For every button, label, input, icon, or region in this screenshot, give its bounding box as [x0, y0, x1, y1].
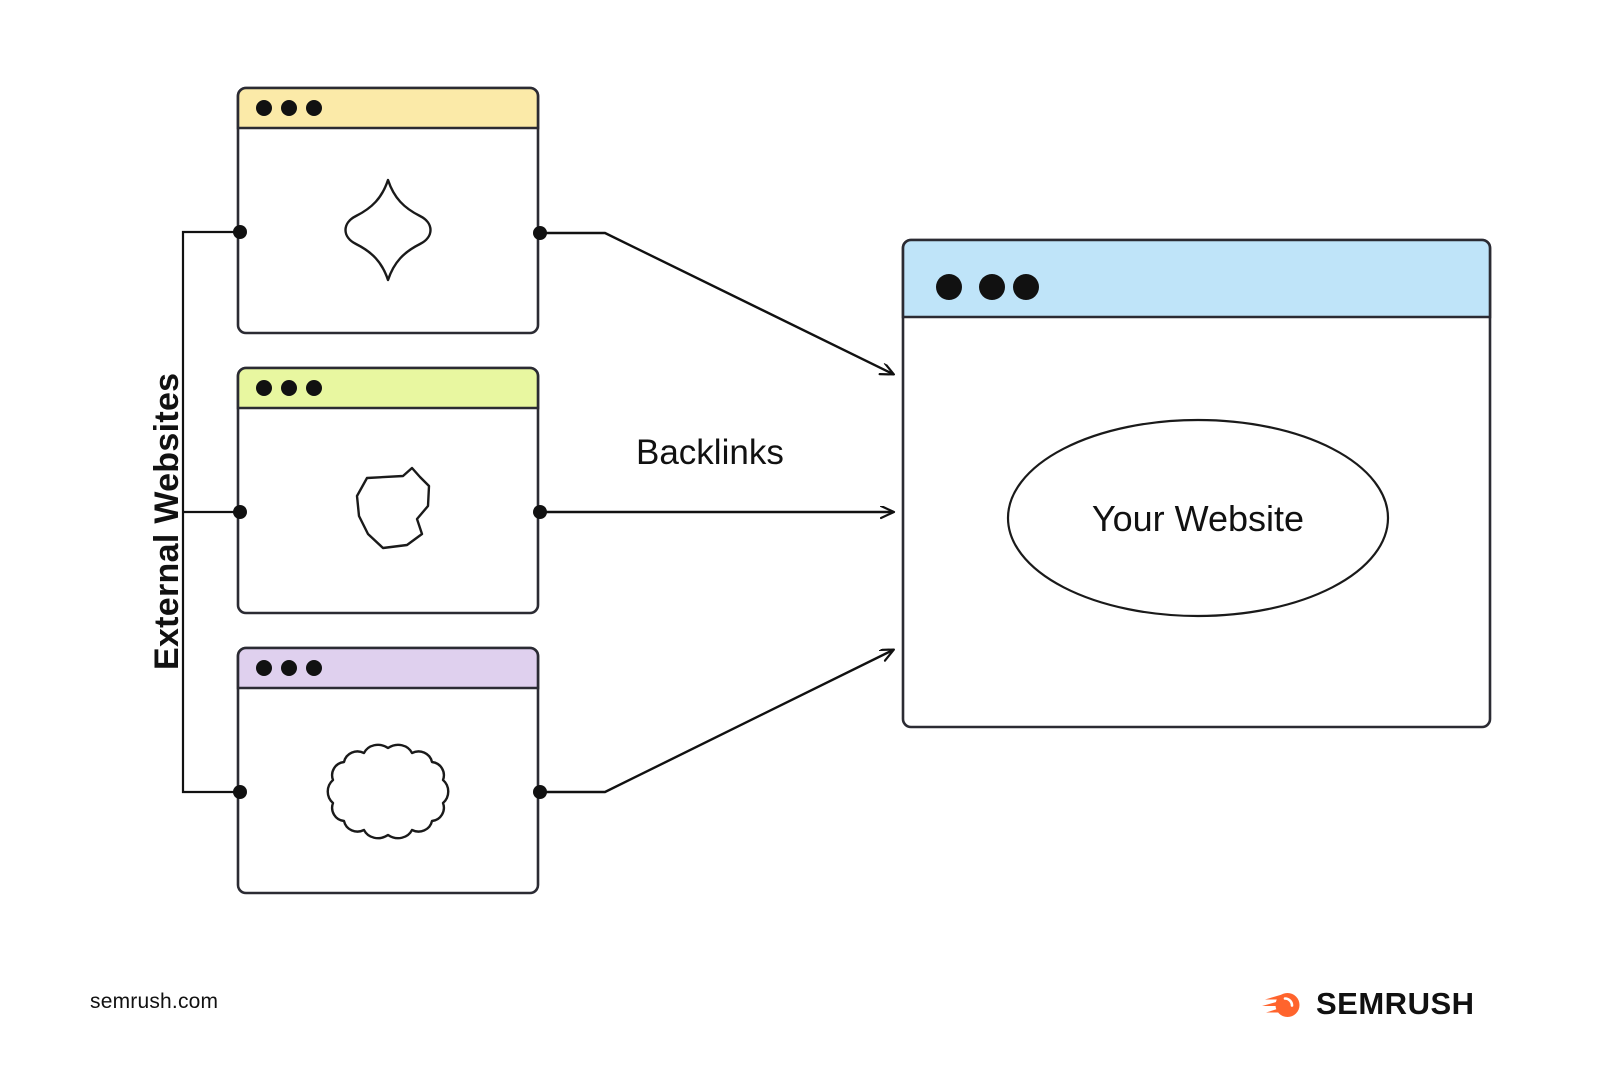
- connector-origin-dot: [533, 226, 547, 240]
- window-dot: [936, 274, 962, 300]
- backlinks-label: Backlinks: [636, 433, 784, 472]
- bracket-join-dot: [233, 505, 247, 519]
- connector-origin-dot: [533, 785, 547, 799]
- flower-blob-icon: [326, 743, 450, 840]
- backlink-connectors: [233, 225, 893, 799]
- polygon-blob-icon: [355, 466, 431, 550]
- source-url: semrush.com: [90, 990, 219, 1013]
- window-dot: [281, 660, 297, 676]
- your-website-label: Your Website: [1091, 498, 1305, 539]
- backlink-arrow-3: [540, 650, 893, 794]
- window-dot: [1013, 274, 1039, 300]
- window-dot: [979, 274, 1005, 300]
- window-dot: [306, 380, 322, 396]
- external-website-1[interactable]: [236, 86, 540, 335]
- window-dot: [306, 100, 322, 116]
- window-dot: [306, 660, 322, 676]
- window-dot: [281, 380, 297, 396]
- bracket-join-dot: [233, 785, 247, 799]
- diamond-blob-icon: [344, 178, 432, 282]
- semrush-logo: SEMRUSH: [1262, 985, 1475, 1021]
- window-dot: [256, 660, 272, 676]
- connector-origin-dot: [533, 505, 547, 519]
- external-websites-label: External Websites: [148, 372, 186, 670]
- bracket-join-dot: [233, 225, 247, 239]
- external-website-3[interactable]: [236, 646, 540, 895]
- semrush-wordmark: SEMRUSH: [1316, 985, 1475, 1021]
- external-websites-bracket: [181, 230, 240, 794]
- your-website-window[interactable]: [901, 238, 1492, 729]
- window-dot: [281, 100, 297, 116]
- window-dot: [256, 100, 272, 116]
- semrush-comet-icon: [1262, 993, 1300, 1017]
- window-dot: [256, 380, 272, 396]
- backlink-arrow-1: [540, 231, 893, 374]
- your-website-ellipse: [1006, 418, 1390, 618]
- external-website-2[interactable]: [236, 366, 540, 615]
